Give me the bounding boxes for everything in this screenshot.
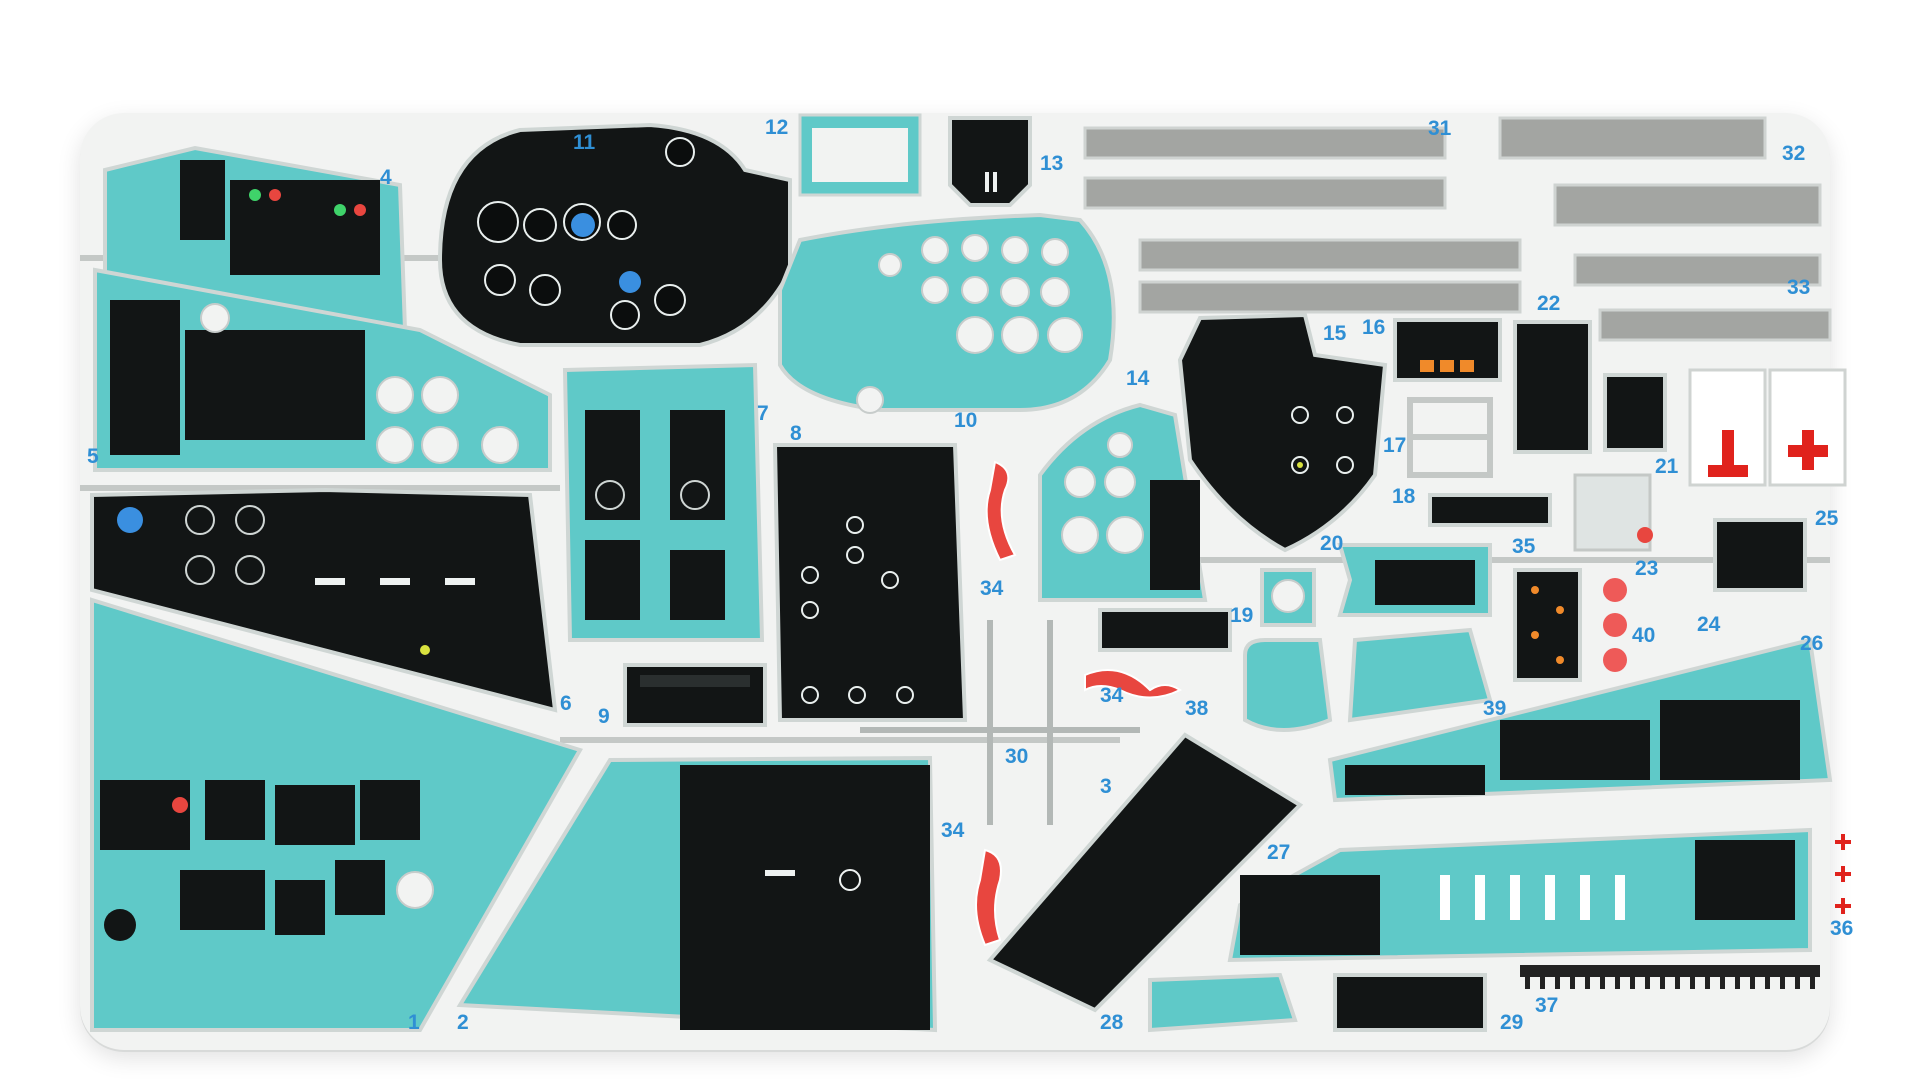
part-13-panel [948, 116, 1032, 207]
part-number-6: 6 [560, 692, 572, 715]
part-number-38: 38 [1185, 697, 1209, 720]
part-number-17: 17 [1383, 434, 1407, 457]
part-number-31: 31 [1428, 117, 1452, 140]
part-number-4: 4 [380, 166, 392, 189]
part-number-24: 24 [1697, 613, 1721, 636]
part-number-34-c: 34 [941, 819, 965, 842]
part-22-panel [1513, 320, 1592, 454]
part-30-rods [860, 620, 1140, 825]
part-23-panel [1573, 473, 1653, 552]
part-number-35: 35 [1512, 535, 1536, 558]
part-number-9: 9 [598, 705, 610, 728]
part-27-panel [1227, 827, 1812, 963]
part-number-34-a: 34 [980, 577, 1004, 600]
part-3-panel [986, 732, 1304, 1013]
part-number-19: 19 [1230, 604, 1254, 627]
part-17-frame [1407, 397, 1493, 478]
part-6-panel [90, 487, 558, 713]
part-number-28: 28 [1100, 1011, 1124, 1034]
part-number-22: 22 [1537, 292, 1561, 315]
part-28-panel [1148, 972, 1298, 1033]
part-number-20: 20 [1320, 532, 1344, 555]
part-37-strip [1520, 965, 1820, 989]
part-18-panel [1428, 493, 1552, 527]
part-number-37: 37 [1535, 994, 1559, 1017]
part-number-29: 29 [1500, 1011, 1524, 1034]
part-number-18: 18 [1392, 485, 1416, 508]
part-number-3: 3 [1100, 775, 1112, 798]
part-35-panel [1513, 568, 1582, 682]
part-7-panel [562, 362, 765, 642]
part-20-panel [1337, 543, 1492, 617]
part-21-panel [1603, 373, 1667, 452]
part-number-12: 12 [765, 116, 789, 139]
part-number-27: 27 [1267, 841, 1291, 864]
part-16-panel [1393, 318, 1502, 382]
part-number-32: 32 [1782, 142, 1806, 165]
part-39-panel [1347, 627, 1493, 723]
part-26-panel [1327, 637, 1833, 803]
part-number-11: 11 [573, 131, 596, 154]
part-number-7: 7 [757, 402, 769, 425]
part-number-36: 36 [1830, 917, 1854, 940]
part-number-26: 26 [1800, 632, 1824, 655]
part-number-23: 23 [1635, 557, 1659, 580]
part-2-panel [456, 755, 938, 1033]
part-number-25: 25 [1815, 507, 1839, 530]
part-number-1: 1 [408, 1011, 420, 1034]
part-number-8: 8 [790, 422, 802, 445]
part-5-panel [93, 267, 552, 472]
part-14-panel [1038, 402, 1208, 602]
part-19-panel [1098, 568, 1316, 652]
part-number-13: 13 [1040, 152, 1064, 175]
part-34-handles [975, 460, 1182, 947]
part-number-16: 16 [1362, 316, 1386, 339]
part-number-39: 39 [1483, 697, 1507, 720]
part-number-33: 33 [1787, 276, 1811, 299]
part-number-15: 15 [1323, 322, 1347, 345]
part-number-30: 30 [1005, 745, 1029, 768]
part-number-5: 5 [87, 445, 99, 468]
part-number-21: 21 [1655, 455, 1679, 478]
part-number-40: 40 [1632, 624, 1656, 647]
part-number-2: 2 [457, 1011, 469, 1034]
part-29-panel [1333, 973, 1487, 1032]
part-36-crosses [1835, 834, 1851, 914]
part-38-panel [1243, 638, 1333, 732]
part-40-lenses [1603, 578, 1627, 672]
part-10-panel [778, 212, 1116, 414]
part-number-14: 14 [1126, 367, 1150, 390]
part-8-panel [772, 443, 968, 722]
part-9-panel [623, 663, 767, 727]
part-11-panel [437, 122, 792, 347]
part-25-placards [1688, 368, 1847, 487]
part-12-frame [798, 113, 922, 197]
part-15-panel [1177, 312, 1388, 553]
part-24-panel [1713, 518, 1807, 592]
seatbelts-31-32-33 [1083, 116, 1832, 342]
part-number-10: 10 [954, 409, 978, 432]
part-number-34-b: 34 [1100, 684, 1124, 707]
part-1-panel [90, 597, 583, 1032]
